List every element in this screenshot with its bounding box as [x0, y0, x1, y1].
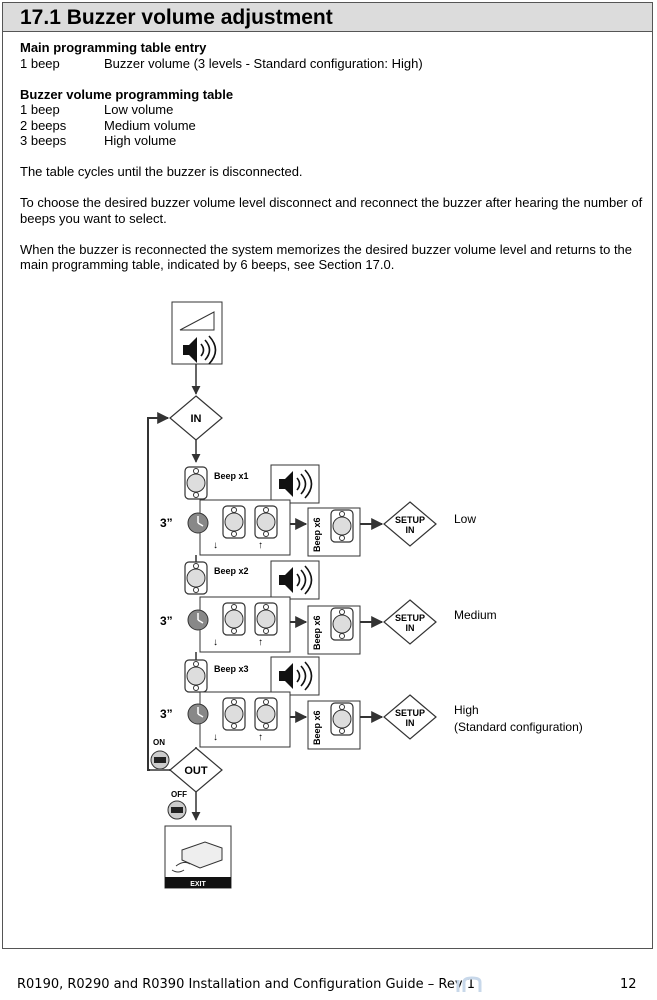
- svg-text:↑: ↑: [258, 637, 263, 648]
- setup-in-node: [383, 501, 437, 547]
- time-label: 3”: [160, 516, 173, 530]
- beep-label: Beep x2: [214, 566, 249, 576]
- beep-x6-label: Beep x6: [312, 615, 322, 650]
- page-number: 12: [620, 977, 637, 992]
- volume-row-low: 1 beep Low volume: [20, 102, 645, 118]
- out-label: OUT: [184, 765, 208, 777]
- beep-label: Beep x1: [214, 471, 249, 481]
- level-label-high: High: [454, 703, 479, 717]
- volume-table-heading: Buzzer volume programming table: [20, 86, 234, 102]
- level-medium: Beep x2 3” ↓ ↑ Beep x6 SETUP IN Medium: [160, 560, 497, 655]
- svg-text:↓: ↓: [213, 540, 218, 551]
- level-low: Beep x1 3” ↓ ↑ Beep x6 SETUP IN Low: [160, 464, 476, 557]
- beep-count: 2 beeps: [20, 117, 67, 133]
- svg-text:↓: ↓: [213, 637, 218, 648]
- buzzer-volume-icon: [171, 301, 223, 365]
- svg-text:↑: ↑: [258, 732, 263, 743]
- beep-desc: Buzzer volume (3 levels - Standard confi…: [104, 55, 423, 71]
- svg-text:IN: IN: [406, 623, 415, 633]
- beep-label: Beep x3: [214, 664, 249, 674]
- svg-text:ON: ON: [153, 738, 165, 747]
- clock-icon: [187, 609, 209, 631]
- paragraph-cycle: The table cycles until the buzzer is dis…: [20, 164, 303, 179]
- level-label-medium: Medium: [454, 608, 497, 622]
- on-switch-icon: ON: [150, 738, 170, 770]
- main-entry-heading: Main programming table entry: [20, 40, 207, 55]
- title-bar: 17.1 Buzzer volume adjustment: [3, 3, 652, 32]
- time-label: 3”: [160, 707, 173, 721]
- svg-text:↑: ↑: [258, 540, 263, 551]
- flow-diagram: IN Beep x1 3” ↓ ↑ Beep x6 SETUP IN Low B…: [147, 301, 583, 889]
- beep-count: 3 beeps: [20, 133, 67, 148]
- level-label-standard: (Standard configuration): [454, 720, 583, 734]
- svg-text:OFF: OFF: [171, 790, 187, 799]
- beep-desc: Low volume: [104, 102, 174, 117]
- brand-logo-icon: [456, 976, 482, 992]
- setup-in-node: [383, 694, 437, 740]
- page-frame: 17.1 Buzzer volume adjustment: [2, 2, 653, 949]
- setup-in-node: [383, 599, 437, 645]
- svg-text:IN: IN: [406, 718, 415, 728]
- beep-count: 1 beep: [20, 55, 60, 71]
- level-high: Beep x3 3” ↓ ↑ Beep x6 SETUP IN High (St…: [160, 656, 583, 750]
- paragraph-memorize: When the buzzer is reconnected the syste…: [20, 241, 633, 273]
- svg-text:SETUP: SETUP: [395, 613, 425, 623]
- beep-count: 1 beep: [20, 102, 60, 117]
- in-node: IN: [169, 395, 223, 441]
- clock-icon: [187, 512, 209, 534]
- clock-icon: [187, 703, 209, 725]
- time-label: 3”: [160, 614, 173, 628]
- in-label: IN: [191, 413, 202, 425]
- volume-row-high: 3 beeps High volume: [20, 133, 645, 149]
- beep-desc: Medium volume: [104, 117, 196, 133]
- beep-x6-label: Beep x6: [312, 710, 322, 745]
- body-text: Main programming table entry 1 beep Buzz…: [20, 40, 645, 273]
- footer-text: R0190, R0290 and R0390 Installation and …: [17, 977, 475, 992]
- svg-text:↓: ↓: [213, 732, 218, 743]
- page-title: 17.1 Buzzer volume adjustment: [20, 6, 333, 29]
- svg-text:IN: IN: [406, 525, 415, 535]
- svg-text:SETUP: SETUP: [395, 708, 425, 718]
- exit-icon: EXIT: [164, 825, 232, 889]
- main-entry-row: 1 beep Buzzer volume (3 levels - Standar…: [20, 56, 645, 72]
- beep-desc: High volume: [104, 133, 177, 148]
- volume-row-medium: 2 beeps Medium volume: [20, 118, 645, 134]
- level-label-low: Low: [454, 512, 476, 526]
- out-node: OUT: [169, 747, 223, 793]
- paragraph-choose: To choose the desired buzzer volume leve…: [20, 195, 643, 226]
- beep-x6-label: Beep x6: [312, 517, 322, 552]
- svg-text:SETUP: SETUP: [395, 515, 425, 525]
- off-switch-icon: OFF: [167, 790, 187, 820]
- svg-text:EXIT: EXIT: [190, 881, 206, 888]
